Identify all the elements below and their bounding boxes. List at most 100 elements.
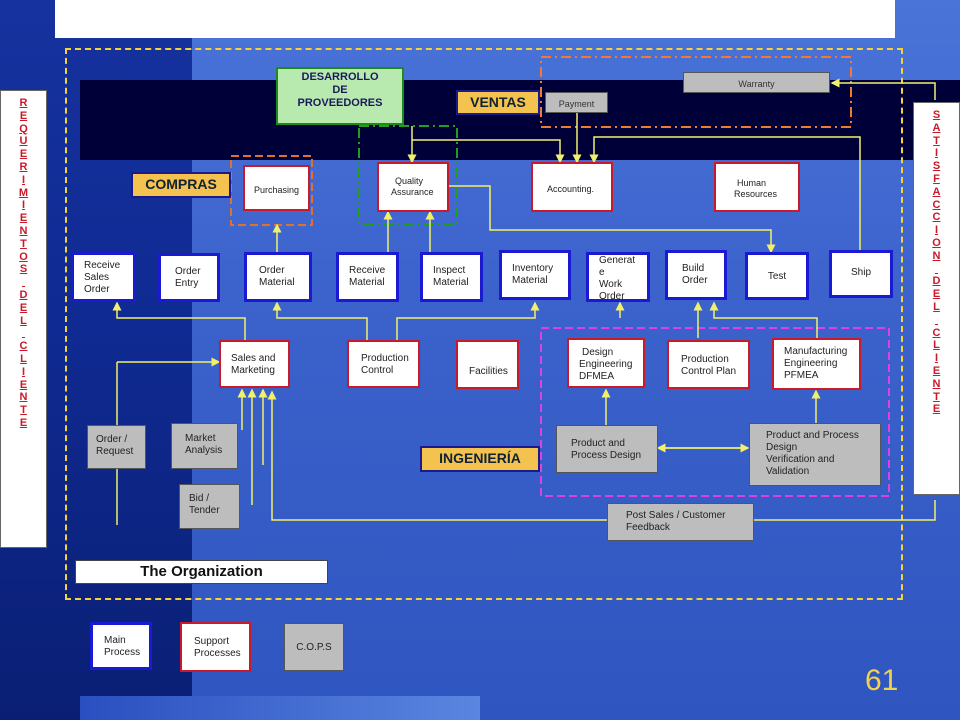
order-entry-box: Order Entry bbox=[158, 253, 220, 302]
req-letter: C bbox=[19, 340, 28, 353]
purchasing-text: Purchasing bbox=[253, 185, 300, 195]
sat-letter bbox=[931, 263, 943, 276]
bt-line1: Bid / bbox=[189, 493, 210, 504]
ps-line1: Post Sales / Customer bbox=[626, 510, 726, 521]
inv-line1: Inventory bbox=[512, 263, 554, 274]
req-letter: I bbox=[21, 173, 26, 186]
legend-main-process: Main Process bbox=[90, 622, 152, 670]
ventas-label: VENTAS bbox=[456, 90, 540, 115]
oe-line1: Order bbox=[175, 266, 201, 277]
warranty-text: Warranty bbox=[738, 79, 775, 89]
ship-box: Ship bbox=[829, 250, 893, 298]
sat-letter: E bbox=[932, 364, 941, 377]
ship-text: Ship bbox=[850, 267, 871, 278]
receive-sales-order-box: Receive Sales Order bbox=[71, 252, 136, 302]
warranty-box: Warranty bbox=[683, 72, 830, 93]
ppd-line2: Process Design bbox=[571, 450, 642, 461]
design-verification-box: Product and Process Design Verification … bbox=[749, 423, 881, 486]
desarrollo-frame bbox=[358, 125, 458, 225]
quality-assurance-box: Quality Assurance bbox=[377, 162, 449, 212]
req-letter: L bbox=[20, 352, 27, 365]
sat-letter: A bbox=[932, 121, 941, 134]
rso-line3: Order bbox=[84, 284, 110, 295]
organization-frame bbox=[65, 48, 903, 600]
req-letter: N bbox=[19, 391, 28, 404]
legend-support-line1: Support bbox=[194, 636, 230, 647]
production-control-plan-box: Production Control Plan bbox=[667, 340, 750, 389]
bid-tender-box: Bid / Tender bbox=[179, 484, 240, 529]
design-engineering-box: Design Engineering DFMEA bbox=[567, 338, 645, 388]
hr-line2: Resources bbox=[734, 189, 778, 199]
generate-work-order-box: Generat e Work Order bbox=[586, 252, 650, 302]
gwo-line1: Generat bbox=[599, 255, 636, 266]
om-line2: Material bbox=[259, 277, 295, 288]
desarrollo-line1: DESARROLLO bbox=[301, 71, 379, 83]
req-letter: E bbox=[19, 416, 28, 429]
de-line3: DFMEA bbox=[579, 371, 614, 382]
page-number: 61 bbox=[865, 664, 899, 697]
bottom-accent-bar bbox=[80, 696, 480, 720]
sat-letter: I bbox=[934, 352, 939, 365]
ma-line1: Market bbox=[185, 433, 216, 444]
rso-line1: Receive bbox=[84, 260, 121, 271]
rm-line1: Receive bbox=[349, 265, 386, 276]
req-letter: T bbox=[20, 404, 27, 417]
de-line2: Engineering bbox=[579, 359, 633, 370]
sat-letter: E bbox=[932, 403, 941, 416]
legend-main-line2: Process bbox=[104, 647, 141, 658]
req-letter: D bbox=[19, 288, 28, 301]
mfg-line3: PFMEA bbox=[784, 370, 819, 381]
oe-line2: Entry bbox=[175, 278, 199, 289]
build-order-box: Build Order bbox=[665, 250, 727, 300]
ps-line2: Feedback bbox=[626, 522, 670, 533]
sat-letter: I bbox=[934, 224, 939, 237]
ppdv-line4: Validation bbox=[766, 466, 810, 477]
compras-frame bbox=[230, 155, 313, 226]
compras-label: COMPRAS bbox=[131, 172, 231, 198]
req-letter: M bbox=[18, 186, 29, 199]
ingenieria-label: INGENIERÍA bbox=[420, 446, 540, 472]
or-line2: Request bbox=[96, 446, 134, 457]
req-letter: E bbox=[19, 378, 28, 391]
sat-letter: C bbox=[932, 198, 941, 211]
qa-line2: Assurance bbox=[391, 187, 434, 197]
accounting-box: Accounting. bbox=[531, 162, 613, 212]
req-letter: L bbox=[20, 314, 27, 327]
req-letter: E bbox=[19, 148, 28, 161]
title-area bbox=[55, 0, 895, 38]
sat-letter bbox=[931, 314, 943, 327]
sat-letter: T bbox=[933, 390, 940, 403]
sat-letter: N bbox=[932, 377, 941, 390]
req-letter: I bbox=[21, 365, 26, 378]
ppdv-line3: Verification and bbox=[766, 454, 835, 465]
ppdv-line1: Product and Process bbox=[766, 430, 859, 441]
sat-letter: L bbox=[933, 300, 940, 313]
desarrollo-proveedores-label: DESARROLLO DE PROVEEDORES bbox=[276, 67, 404, 125]
human-resources-box: Human Resources bbox=[714, 162, 800, 212]
inv-line2: Material bbox=[512, 275, 548, 286]
sat-letter: I bbox=[934, 147, 939, 160]
bo-line1: Build bbox=[682, 263, 705, 274]
facilities-box: Facilities bbox=[456, 340, 519, 389]
req-letter: R bbox=[19, 97, 28, 109]
req-letter: E bbox=[19, 212, 28, 225]
req-letter: T bbox=[20, 237, 27, 250]
om-line1: Order bbox=[259, 265, 285, 276]
qa-line1: Quality bbox=[395, 176, 424, 186]
legend-support-line2: Processes bbox=[194, 648, 241, 659]
inventory-material-box: Inventory Material bbox=[499, 250, 571, 300]
pc-line1: Production bbox=[361, 353, 409, 364]
gwo-line3: Work bbox=[599, 279, 623, 290]
bt-line2: Tender bbox=[189, 505, 220, 516]
sat-letter: N bbox=[932, 249, 941, 262]
sat-letter: C bbox=[932, 211, 941, 224]
sat-letter: C bbox=[932, 326, 941, 339]
receive-material-box: Receive Material bbox=[336, 252, 399, 302]
im-line1: Inspect bbox=[433, 265, 466, 276]
sat-letter: O bbox=[932, 236, 941, 249]
ingenieria-frame bbox=[540, 327, 890, 497]
gwo-line4: Order bbox=[599, 291, 625, 302]
sat-letter: S bbox=[932, 109, 941, 121]
